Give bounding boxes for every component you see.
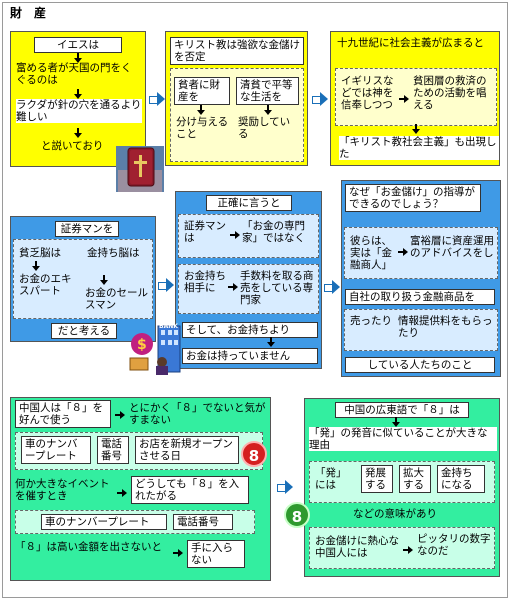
arrow-right <box>230 230 240 240</box>
box-poor-wealth: 貧者に財産を <box>174 77 230 106</box>
box-develop: 発展する <box>361 465 393 494</box>
panel-cantonese: 中国の広東語で「８」は 「発」の発音に似ていることが大きな理由 「発」には 発展… <box>304 398 500 577</box>
box-insist: どうしても「８」を入れたがる <box>131 476 249 505</box>
dashed-group <box>335 68 497 126</box>
box-plate: 車のナンバープレート <box>21 436 91 465</box>
arrow-down <box>73 53 83 63</box>
text-broker-is: 証券マンは <box>184 220 226 245</box>
text-money-people: お金儲けに熱心な中国人には <box>315 535 399 560</box>
svg-text:$: $ <box>137 337 147 353</box>
arrow-right <box>173 548 183 558</box>
text-rich-man: 富める者が天国の門をくぐるのは <box>16 62 132 87</box>
arrow-right <box>403 545 413 555</box>
text-advice: 富裕層に資産運用のアドバイスをし <box>410 235 494 260</box>
box-people: している人たちのこと <box>345 357 495 374</box>
arrow-right <box>399 94 409 104</box>
box-get-rich: 金持ちになる <box>437 465 485 494</box>
panel-socialism: 十九世紀に社会主義が広まると イギリスなどでは神を信奉しつつ 貧困層の救済のため… <box>330 31 500 166</box>
text-fees: 情報提供料をもらったり <box>398 315 493 340</box>
panel-broker: 証券マンを 貧乏脳は お金のエキスパート 金持ち脳は お金のセールスマン だと考… <box>10 216 156 342</box>
arrow-down <box>73 128 83 138</box>
text-encourage: 奨励している <box>238 116 291 141</box>
box-simple-life: 清貧で平等な生活を <box>236 77 299 106</box>
text-expert: お金のエキスパート <box>19 273 72 298</box>
arrow-right <box>228 282 238 292</box>
box-phone-2: 電話番号 <box>173 514 233 531</box>
box-plate-2: 車のナンバープレート <box>41 514 167 531</box>
box-precisely: 正確に言うと <box>206 195 292 212</box>
box-chinese-like: 中国人は「８」を好んで使う <box>15 400 111 429</box>
arrow-down <box>73 89 83 99</box>
dashed-group <box>344 309 498 351</box>
text-share: 分け与えること <box>176 116 229 141</box>
text-camel: ラクダが針の穴を通るより難しい <box>16 99 142 124</box>
arrow-down <box>266 337 276 347</box>
text-preached: と説いており <box>41 140 104 152</box>
text-perfect: ピッタリの数字なのだ <box>417 533 491 558</box>
text-fa-reason: 「発」の発音に似ていることが大きな理由 <box>309 427 497 452</box>
arrow-right-icon <box>158 278 174 292</box>
green-eight-icon: 8 <box>284 502 310 528</box>
dashed-group <box>178 214 319 258</box>
box-phone: 電話番号 <box>97 436 129 465</box>
dashed-group <box>344 227 498 279</box>
panel-chinese-eight: 中国人は「８」を好んで使う とにかく「８」でないと気がすまない 車のナンバープレ… <box>10 397 271 581</box>
arrow-right-icon <box>312 92 328 106</box>
arrow-right-icon <box>149 92 165 106</box>
box-jesus: イエスは <box>34 37 122 54</box>
box-broker: 証券マンを <box>55 221 119 238</box>
arrow-right <box>398 247 408 257</box>
box-christianity: キリスト教は強欲な金儲けを否定 <box>170 37 304 66</box>
box-cannot-get: 手に入らない <box>187 540 245 569</box>
box-products: 自社の取り扱う金融商品を <box>345 289 495 306</box>
text-must-eight: とにかく「８」でないと気がすまない <box>129 402 266 427</box>
arrow-right-icon <box>324 280 340 294</box>
bank-icon: $ BANK <box>128 322 182 376</box>
panel-precisely: 正確に言うと 証券マンは 「お金の専門家」ではなく お金持ち相手に 手数料を取る… <box>175 191 322 369</box>
text-meanings: などの意味があり <box>353 508 437 520</box>
text-not-expert: 「お金の専門家」ではなく <box>242 220 305 245</box>
dashed-group <box>309 527 495 569</box>
text-relief: 貧困層の救済のための活動を唱える <box>413 75 487 112</box>
panel-christianity: キリスト教は強欲な金儲けを否定 貧者に財産を 分け与えること 清貧で平等な生活を… <box>165 31 308 166</box>
text-christian-socialism: 「キリスト教社会主義」も出現した <box>339 136 499 161</box>
text-poor-brain: 貧乏脳は <box>19 247 61 259</box>
arrow-down <box>99 275 109 285</box>
arrow-down <box>31 261 41 271</box>
text-rich-brain: 金持ち脳は <box>87 247 140 259</box>
red-eight-icon: 8 <box>241 441 267 467</box>
text-socialism: 十九世紀に社会主義が広まると <box>337 37 484 49</box>
text-expensive: 「８」は高い金額を出さないと <box>15 541 162 553</box>
text-event: 何か大きなイベントを催すとき <box>15 478 110 503</box>
text-sell: 売ったり <box>350 315 392 327</box>
bible-icon <box>116 140 164 194</box>
box-opening: お店を新規オープンさせる日 <box>135 436 239 465</box>
text-for-rich: お金持ち相手に <box>184 270 226 295</box>
panel-jesus: イエスは 富める者が天国の門をくぐるのは ラクダが針の穴を通るより難しい と説い… <box>10 31 146 167</box>
dashed-group <box>178 264 319 314</box>
arrow-down <box>196 105 206 115</box>
box-expand: 拡大する <box>399 465 431 494</box>
box-less-money: お金は持っていません <box>182 348 318 365</box>
arrow-down <box>263 105 273 115</box>
box-think: だと考える <box>51 323 117 340</box>
box-and-than: そして、お金持ちより <box>182 322 318 339</box>
arrow-right <box>115 410 125 420</box>
text-fa-has: 「発」には <box>315 467 347 492</box>
text-britain: イギリスなどでは神を信奉しつつ <box>341 75 394 112</box>
page-title: 財 産 <box>10 6 47 20</box>
text-commission: 手数料を取る商売をしている専門家 <box>240 270 314 307</box>
arrow-right <box>117 488 127 498</box>
arrow-down <box>391 417 401 427</box>
dashed-group <box>13 239 153 319</box>
arrow-right-icon <box>277 480 293 494</box>
panel-why: なぜ「お金儲け」の指導ができるのでしょう？ 彼らは、実は「金融商人」 富裕層に資… <box>341 180 501 377</box>
box-why: なぜ「お金儲け」の指導ができるのでしょう？ <box>345 184 481 213</box>
box-cantonese: 中国の広東語で「８」は <box>335 402 469 419</box>
bank-label: BANK <box>159 323 178 330</box>
arrow-down <box>411 124 421 134</box>
text-merchant: 彼らは、実は「金融商人」 <box>350 235 392 272</box>
text-salesman: お金のセールスマン <box>85 287 148 312</box>
